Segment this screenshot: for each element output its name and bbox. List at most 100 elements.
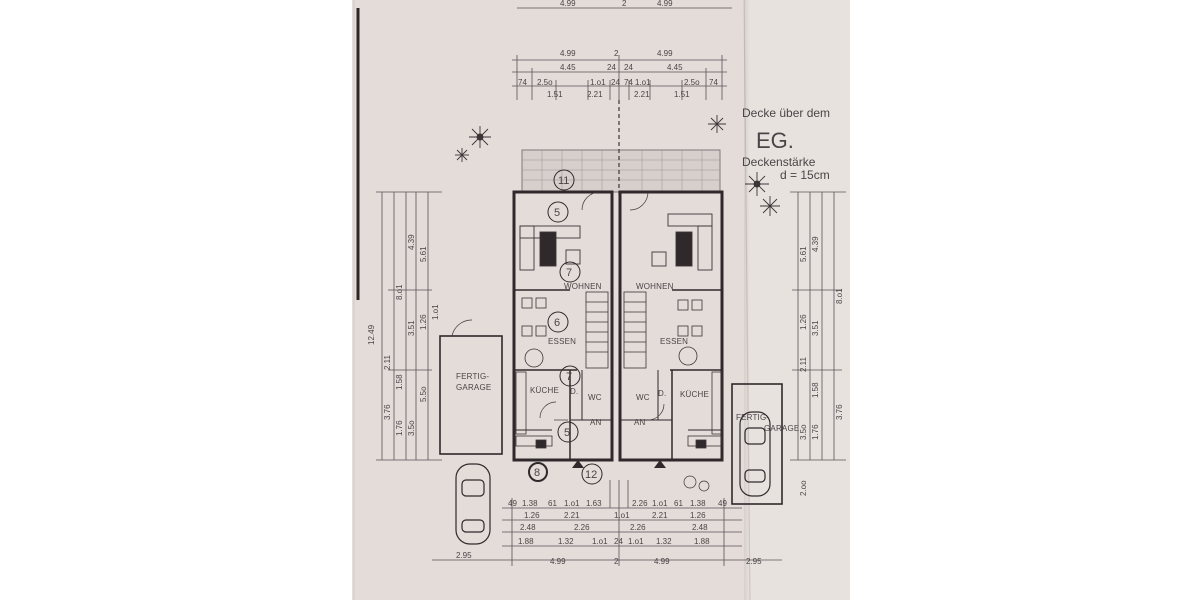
- svg-text:12: 12: [585, 469, 597, 481]
- dim-right-6: 1.58: [811, 382, 820, 398]
- dim-bottom-2-b: 2.21: [564, 511, 580, 520]
- car-icon-right: [739, 411, 771, 497]
- svg-text:6: 6: [554, 317, 560, 329]
- floor-plan-sheet: 4.99 2 4.99 4.99 2 4.99 4.45 24 24 4.45 …: [352, 0, 850, 600]
- dim-right-9: 1.76: [811, 424, 820, 440]
- room-essen-left: ESSEN: [548, 337, 576, 346]
- entrance-arrow-left: [572, 460, 584, 468]
- shrub-symbols: [683, 475, 710, 492]
- dim-right-1: 4.39: [811, 236, 820, 252]
- dim-left-11: 2.11: [383, 354, 392, 370]
- dim-bottom-1-i: 1.38: [690, 499, 706, 508]
- dim-bottom-5-d: 4.99: [654, 557, 670, 566]
- dim-bottom-5-c: 2: [614, 557, 619, 566]
- dim-top-4-d: 1.51: [674, 90, 690, 99]
- dim-bottom-1-e: 1.63: [586, 499, 602, 508]
- svg-text:GARAGE: GARAGE: [456, 383, 491, 392]
- dim-bottom-1-g: 1.o1: [652, 499, 668, 508]
- dim-left-3: 5.61: [419, 246, 428, 262]
- dim-bottom-3-c: 2.26: [630, 523, 646, 532]
- title-line-2: EG.: [756, 128, 794, 153]
- dim-top-4-c: 2.21: [634, 90, 650, 99]
- kitchen-counters: [515, 371, 723, 449]
- dim-left-10: 3.5o: [407, 420, 416, 436]
- dim-right-2: 8.o1: [835, 288, 844, 304]
- svg-text:5: 5: [564, 427, 570, 439]
- dim-top-1-right: 4.99: [657, 49, 673, 58]
- car-icon-left: [455, 463, 491, 545]
- dim-right-8: 3.5o: [799, 424, 808, 440]
- dim-top-2-b: 24: [607, 63, 616, 72]
- garage-left: FERTIG- GARAGE: [439, 319, 503, 455]
- dim-bottom-1-b: 1.38: [522, 499, 538, 508]
- dim-right-7: 3.76: [835, 404, 844, 420]
- dim-top-3-f: 1.o1: [635, 78, 651, 87]
- dim-top-0-mid: 2: [622, 0, 627, 8]
- dim-bottom-4-a: 1.88: [518, 537, 534, 546]
- dim-left-1: 8.o1: [395, 284, 404, 300]
- dim-bottom-2-e: 1.26: [690, 511, 706, 520]
- room-d-left: D.: [570, 387, 578, 396]
- room-kueche-left: KÜCHE: [530, 386, 559, 395]
- marker-7-top: 7: [559, 261, 581, 283]
- dim-bottom-2-d: 2.21: [652, 511, 668, 520]
- entrance-arrow-right: [654, 460, 666, 468]
- dim-bottom-4-g: 1.88: [694, 537, 710, 546]
- marker-7-bottom: 7: [559, 365, 581, 387]
- marker-6: 6: [547, 311, 569, 333]
- dim-bottom-4-c: 1.o1: [592, 537, 608, 546]
- dim-right-3: 1.26: [799, 314, 808, 330]
- door-swings: [539, 191, 665, 421]
- marker-8: 8: [528, 462, 548, 482]
- dim-top-4-b: 2.21: [587, 90, 603, 99]
- room-wohnen-right: WOHNEN: [636, 282, 674, 291]
- title-line-3: Deckenstärke: [742, 155, 816, 169]
- room-essen-right: ESSEN: [660, 337, 688, 346]
- room-an-right: AN: [634, 418, 646, 427]
- right-dimension-lines: [790, 191, 846, 461]
- dim-right-5: 2.11: [799, 356, 808, 372]
- dim-top-3-e: 74: [624, 78, 633, 87]
- dim-bottom-1-j: 49: [718, 499, 727, 508]
- dim-left-6: 1.58: [395, 374, 404, 390]
- dim-top-3-h: 74: [709, 78, 718, 87]
- svg-text:FERTIG-: FERTIG-: [456, 372, 489, 381]
- dim-left-2: 4.39: [407, 234, 416, 250]
- staircase: [585, 291, 647, 369]
- room-an-left: AN: [590, 418, 602, 427]
- dim-bottom-1-d: 1.o1: [564, 499, 580, 508]
- svg-text:FERTIG-: FERTIG-: [736, 413, 769, 422]
- dim-bottom-4-e: 1.o1: [628, 537, 644, 546]
- dim-bottom-5-b: 4.99: [550, 557, 566, 566]
- dim-top-0-left: 4.99: [560, 0, 576, 8]
- dim-top-2-a: 4.45: [560, 63, 576, 72]
- dim-right-4: 3.51: [811, 320, 820, 336]
- room-kueche-right: KÜCHE: [680, 390, 709, 399]
- bottom-dimension-lines: [432, 480, 782, 566]
- dim-top-2-d: 4.45: [667, 63, 683, 72]
- dim-bottom-4-d: 24: [614, 537, 623, 546]
- dim-left-9: 1.76: [395, 420, 404, 436]
- left-dimension-lines: [376, 191, 442, 461]
- dim-bottom-2-a: 1.26: [524, 511, 540, 520]
- dim-bottom-1-h: 61: [674, 499, 683, 508]
- dim-bottom-1-c: 61: [548, 499, 557, 508]
- dim-bottom-3-b: 2.26: [574, 523, 590, 532]
- dim-left-0: 12.49: [367, 324, 376, 345]
- dim-bottom-5-a: 2.95: [456, 551, 472, 560]
- dim-top-4-a: 1.51: [547, 90, 563, 99]
- dim-bottom-3-a: 2.48: [520, 523, 536, 532]
- dim-bottom-4-f: 1.32: [656, 537, 672, 546]
- dim-top-1-left: 4.99: [560, 49, 576, 58]
- marker-11: 11: [553, 169, 575, 191]
- room-d-right: D.: [658, 389, 666, 398]
- floor-plan-drawing: 4.99 2 4.99 4.99 2 4.99 4.45 24 24 4.45 …: [352, 0, 850, 600]
- dim-right-10: 2.oo: [799, 480, 808, 496]
- room-wohnen-left: WOHNEN: [564, 282, 602, 291]
- dim-bottom-1-a: 49: [508, 499, 517, 508]
- marker-5-bottom: 5: [557, 421, 579, 443]
- dim-left-7: 5.5o: [419, 386, 428, 402]
- svg-text:5: 5: [554, 207, 560, 219]
- room-wc-right: WC: [636, 393, 650, 402]
- dim-top-3-c: 1.o1: [590, 78, 606, 87]
